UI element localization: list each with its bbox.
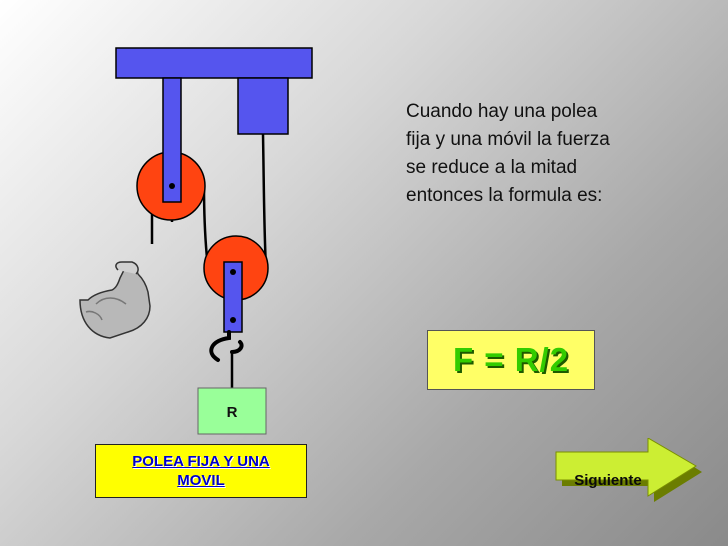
movable-pulley-bracket	[223, 261, 243, 333]
hook-icon	[209, 330, 244, 362]
explanation-line: se reduce a la mitad	[406, 157, 578, 178]
ceiling-beam	[115, 47, 313, 79]
bracket-bolt	[230, 317, 236, 323]
fixed-pulley-axle	[169, 183, 175, 189]
load-box	[197, 387, 267, 435]
next-button[interactable]	[548, 438, 704, 504]
explanation-line: fija y una móvil la fuerza	[406, 129, 610, 150]
explanation-text: Cuando hay una polea fija y una móvil la…	[406, 98, 696, 210]
explanation-line: entonces la formula es:	[406, 185, 603, 206]
formula-box: F = R/2	[427, 330, 595, 390]
caption-line: POLEA FIJA Y UNA	[132, 453, 270, 470]
fixed-pulley-arm	[162, 77, 182, 203]
caption-box: POLEA FIJA Y UNA MOVIL	[95, 444, 307, 498]
rope-anchor-block	[237, 77, 289, 135]
formula-text: F = R/2	[452, 341, 570, 378]
load-label: R	[227, 404, 238, 421]
next-arrow-icon	[555, 438, 702, 502]
movable-pulley-axle	[230, 269, 236, 275]
explanation-line: Cuando hay una polea	[406, 101, 598, 122]
caption-line: MOVIL	[177, 472, 225, 489]
flexed-arm-icon	[79, 261, 151, 339]
